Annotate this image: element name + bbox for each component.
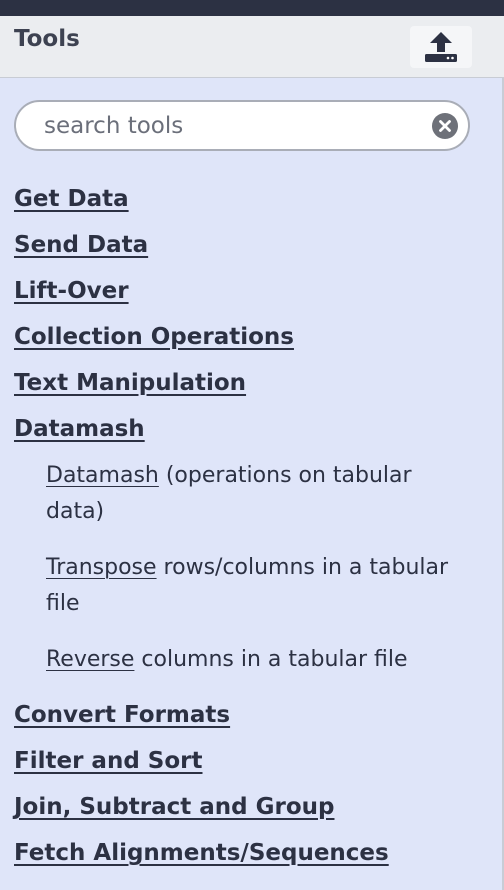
- clear-search-icon: [439, 120, 451, 132]
- upload-button[interactable]: [410, 26, 472, 68]
- section-filter-and-sort[interactable]: Filter and Sort: [14, 748, 203, 774]
- tool-search-box: [14, 100, 470, 151]
- clear-search-button[interactable]: [432, 113, 458, 139]
- top-nav-bar: [0, 0, 504, 16]
- tool-link-reverse[interactable]: Reverse: [46, 647, 135, 672]
- section-fetch-alignments[interactable]: Fetch Alignments/Sequences: [14, 840, 389, 866]
- panel-title: Tools: [14, 26, 80, 52]
- tool-panel-header: Tools: [0, 16, 504, 78]
- upload-icon: [425, 32, 457, 62]
- tool-item-reverse: Reverse columns in a tabular file: [46, 642, 456, 678]
- tool-link-datamash[interactable]: Datamash: [46, 463, 159, 488]
- tool-description: columns in a tabular file: [134, 647, 408, 672]
- tool-description: rows/columns in a tabular file: [46, 555, 449, 616]
- section-convert-formats[interactable]: Convert Formats: [14, 702, 231, 728]
- section-datamash[interactable]: Datamash: [14, 416, 145, 442]
- search-input[interactable]: [44, 102, 424, 149]
- section-join-subtract-group[interactable]: Join, Subtract and Group: [14, 794, 335, 820]
- tool-description: (operations on tabular data): [46, 463, 412, 524]
- panel-divider: [502, 78, 504, 890]
- tool-item-datamash: Datamash (operations on tabular data): [46, 458, 456, 530]
- section-get-data[interactable]: Get Data: [14, 186, 129, 212]
- section-lift-over[interactable]: Lift-Over: [14, 278, 129, 304]
- tool-link-transpose[interactable]: Transpose: [46, 555, 157, 580]
- section-send-data[interactable]: Send Data: [14, 232, 149, 258]
- section-collection-operations[interactable]: Collection Operations: [14, 324, 294, 350]
- section-text-manipulation[interactable]: Text Manipulation: [14, 370, 247, 396]
- tool-item-transpose: Transpose rows/columns in a tabular file: [46, 550, 456, 622]
